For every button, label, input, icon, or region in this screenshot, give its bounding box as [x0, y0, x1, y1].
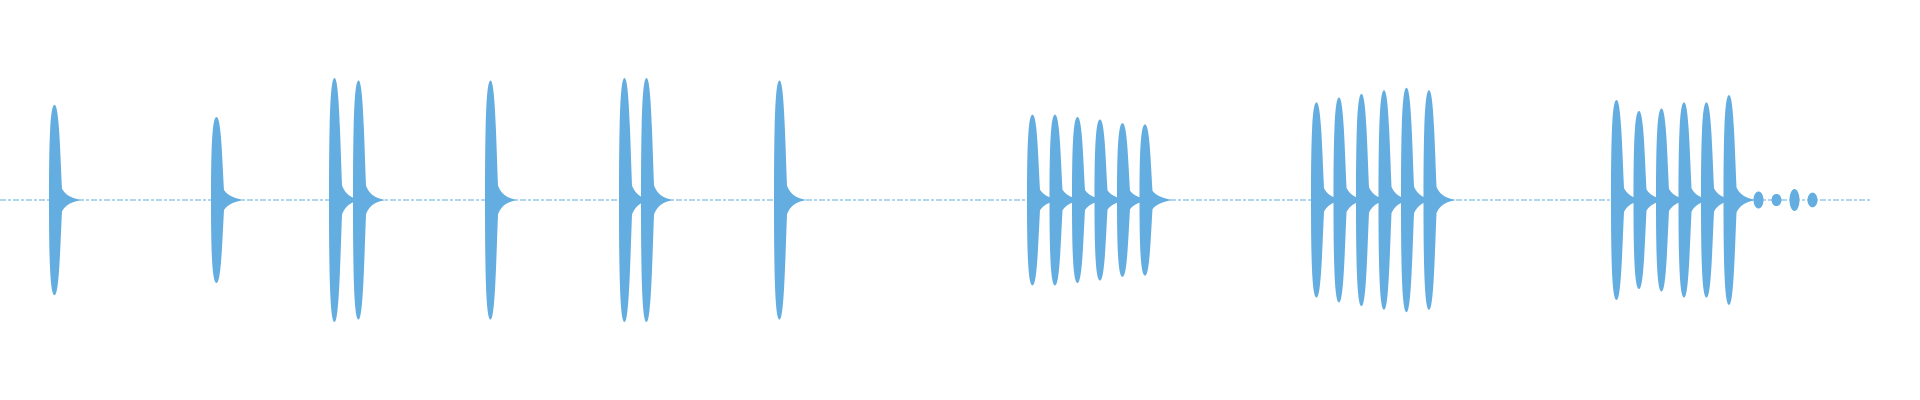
waveform-burst	[211, 117, 244, 283]
waveform-pulse	[1072, 117, 1105, 283]
waveform-pulse	[774, 80, 807, 320]
waveform-burst	[774, 80, 807, 320]
waveform-pulse	[1401, 87, 1434, 313]
waveform-pulse	[1678, 102, 1712, 298]
waveform-pulse	[485, 80, 518, 320]
waveform-pulse	[1027, 114, 1060, 286]
waveform-pulse	[1701, 102, 1734, 298]
waveform-pulse	[49, 104, 82, 296]
waveform-pulse	[1094, 119, 1128, 281]
waveform-burst	[49, 104, 82, 296]
waveform-tail-blip	[1789, 189, 1800, 211]
waveform-pulse	[641, 78, 674, 322]
waveform-burst	[1611, 95, 1818, 305]
waveform-pulse	[1311, 102, 1344, 298]
waveform-pulse	[1333, 97, 1367, 303]
waveform-burst	[1311, 87, 1457, 313]
waveform-pulse	[1356, 93, 1389, 307]
waveform-pulse	[1611, 99, 1644, 301]
waveform-pulse	[1723, 95, 1757, 305]
waveform-pulse	[1049, 114, 1083, 286]
waveform-burst	[485, 80, 518, 320]
waveform-pulse	[619, 78, 652, 322]
waveform-pulse	[1656, 108, 1689, 292]
waveform-tail-blip	[1771, 193, 1782, 207]
waveform-pulse	[1423, 90, 1457, 310]
waveform-pulse	[353, 80, 386, 320]
waveform-burst	[329, 78, 386, 322]
waveform-burst	[1027, 114, 1173, 286]
waveform-pulse	[1117, 123, 1150, 277]
waveform-pulse	[211, 117, 244, 283]
waveform-pulse	[1139, 124, 1173, 276]
waveform-bursts	[49, 78, 1818, 322]
waveform-burst	[619, 78, 674, 322]
waveform-tail-blip	[1807, 192, 1818, 208]
waveform-tail-blip	[1753, 191, 1764, 209]
waveform-pulse	[1378, 90, 1412, 310]
waveform-pulse	[1633, 110, 1667, 290]
waveform-pulse	[329, 78, 362, 322]
